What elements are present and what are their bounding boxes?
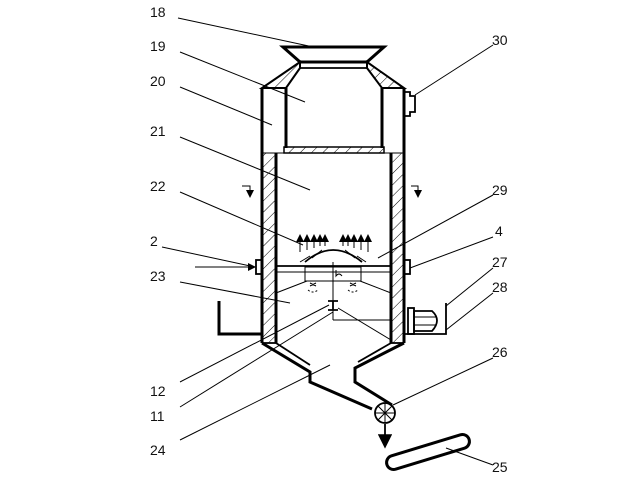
label-28: 28 — [492, 279, 508, 295]
label-27: 27 — [492, 254, 508, 270]
label-19: 19 — [150, 38, 166, 54]
left-bracket — [217, 301, 262, 336]
insulation-right — [391, 153, 404, 343]
cone-left — [261, 341, 373, 411]
label-12: 12 — [150, 383, 166, 399]
label-4: 4 — [495, 223, 503, 239]
flow-arrow-left — [242, 185, 254, 198]
top-cone-right — [366, 60, 408, 89]
outlet-30 — [404, 91, 416, 117]
label-11: 11 — [150, 408, 165, 424]
insulation-left — [262, 153, 276, 343]
brace — [337, 307, 392, 341]
i-beam-12 — [328, 300, 338, 311]
cone-right-inner — [357, 342, 392, 363]
top-cone-left — [258, 60, 301, 89]
label-24: 24 — [150, 442, 166, 458]
label-30: 30 — [492, 32, 508, 48]
feed-plate — [283, 146, 385, 154]
label-26: 26 — [492, 344, 508, 360]
flange-4 — [403, 259, 411, 275]
inlet-flange-2 — [255, 259, 263, 275]
label-20: 20 — [150, 73, 166, 89]
label-25: 25 — [492, 459, 508, 475]
label-2: 2 — [150, 233, 158, 249]
flow-arrow-right — [411, 185, 422, 198]
cone-right — [353, 341, 405, 407]
motor-28 — [407, 307, 438, 335]
leader-lines — [161, 17, 494, 466]
cone-left-inner — [275, 342, 311, 366]
label-29: 29 — [492, 182, 508, 198]
label-22: 22 — [150, 178, 166, 194]
conveyor-belt-25 — [385, 432, 471, 472]
label-21: 21 — [150, 123, 166, 139]
label-23: 23 — [150, 268, 166, 284]
bracket-27 — [404, 303, 447, 335]
label-18: 18 — [150, 4, 166, 20]
feed-hopper — [279, 45, 388, 64]
rotary-valve-26 — [374, 402, 396, 424]
